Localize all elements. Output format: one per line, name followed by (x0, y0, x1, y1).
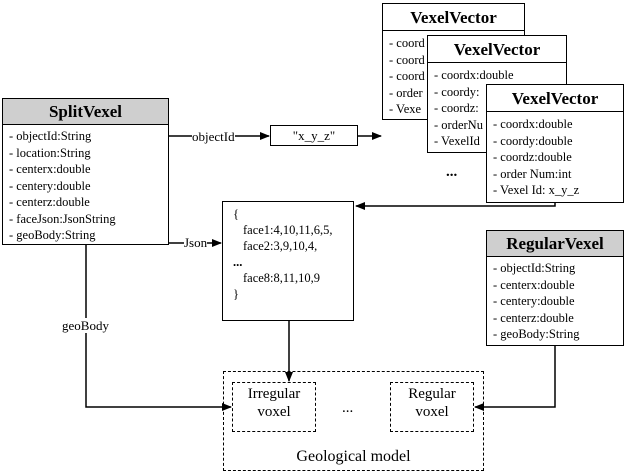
vexel-vector-attr: - Vexe (389, 102, 422, 116)
vexel-vector-attr: - orderNu (434, 117, 483, 132)
vexel-vector-title: VexelVector (383, 4, 524, 31)
regular-vexel-attr: - centerx:double (493, 277, 575, 292)
vexel-vector-attr: - coordy:double (493, 133, 573, 148)
edge-label-json: Json (184, 235, 208, 250)
vexel-vector-attr: - coord (389, 52, 425, 67)
json-ellipsis: ... (233, 255, 243, 269)
vexel-vector-more: ... (446, 164, 458, 180)
vexel-vector-front: VexelVector - coordx:double - coordy:dou… (486, 84, 624, 203)
arrow-regularvexel-to-regular (474, 346, 556, 411)
id-value-box: "x_y_z" (270, 125, 358, 146)
json-face-line: face8:8,11,10,9 (243, 271, 320, 285)
regular-vexel-attr: - objectId:String (493, 261, 576, 275)
split-vexel-title: SplitVexel (3, 99, 168, 125)
json-face-line: face2:3,9,10,4, (243, 239, 318, 253)
vexel-vector-attr: - order (389, 85, 423, 100)
split-vexel-class: SplitVexel - objectId:String - location:… (2, 98, 169, 245)
split-vexel-attr: - centery:double (9, 178, 91, 193)
voxel-ellipsis: ... (342, 400, 354, 416)
split-vexel-attr: - location:String (9, 145, 91, 160)
vexel-vector-attr: - coord (389, 69, 425, 83)
regular-vexel-attr: - centerz:double (493, 310, 574, 325)
split-vexel-attr: - faceJson:JsonString (9, 211, 116, 226)
vexel-vector-attr: - VexelId (434, 134, 480, 148)
vexel-vector-attr: - order Num:int (493, 166, 572, 181)
vexel-vector-title: VexelVector (487, 85, 623, 112)
split-vexel-attr: - geoBody:String (9, 228, 96, 242)
edge-label-geobody: geoBody (62, 318, 109, 333)
geological-model-box (223, 371, 484, 471)
vexel-vector-attr: - coordz:double (493, 150, 572, 164)
arrow-geobody-to-irregular (85, 245, 232, 411)
vexel-vector-attr: - coordx:double (493, 117, 573, 131)
split-vexel-attr: - centerz:double (9, 195, 90, 209)
edge-label-objectid: objectId (192, 129, 235, 144)
geological-model-label: Geological model (296, 448, 411, 465)
regular-vexel-attr: - centery:double (493, 294, 575, 308)
split-vexel-attr: - centerx:double (9, 162, 91, 176)
json-open-brace: { (233, 207, 239, 221)
regular-vexel-class: RegularVexel - objectId:String - centerx… (486, 230, 624, 346)
arrow-vexelvector-to-json (355, 202, 556, 210)
face-json-box: { face1:4,10,11,6,5, face2:3,9,10,4, ...… (222, 201, 354, 321)
regular-vexel-attr: - geoBody:String (493, 327, 580, 341)
split-vexel-attr: - objectId:String (9, 129, 92, 143)
vexel-vector-title: VexelVector (428, 36, 566, 63)
regular-vexel-title: RegularVexel (487, 231, 623, 257)
vexel-vector-attr: - coordx:double (434, 68, 514, 82)
vexel-vector-attr: - coord (389, 36, 425, 50)
vexel-vector-attr: - Vexel Id: x_y_z (493, 183, 580, 197)
vexel-vector-attr: - coordz: (434, 101, 479, 115)
json-close-brace: } (233, 287, 239, 301)
json-face-line: face1:4,10,11,6,5, (243, 223, 333, 237)
vexel-vector-attr: - coordy: (434, 84, 480, 99)
